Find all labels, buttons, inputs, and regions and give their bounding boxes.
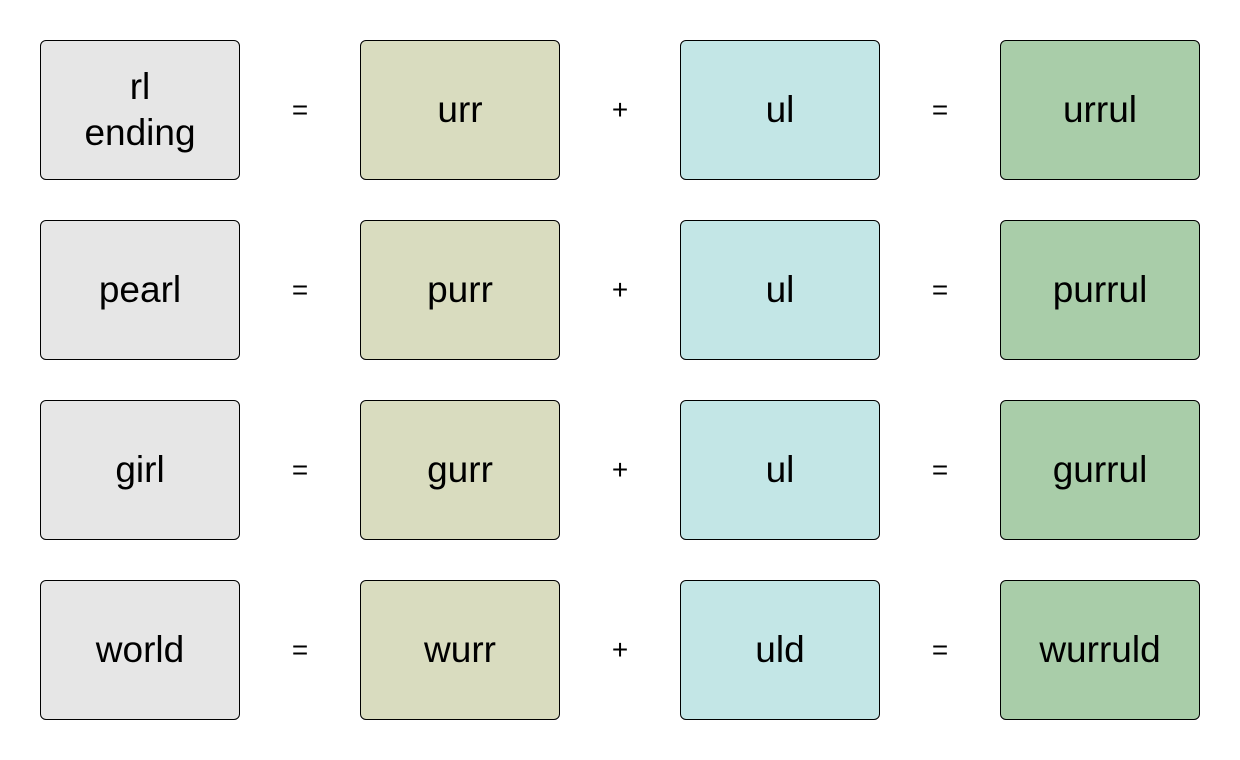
suffix-box-label: uld xyxy=(755,629,805,670)
suffix-box: uld xyxy=(680,580,880,720)
equals-sign: = xyxy=(931,454,949,485)
equals-sign: = xyxy=(291,454,309,485)
prefix-box: urr xyxy=(360,40,560,180)
prefix-box-label: purr xyxy=(427,269,493,310)
equals-sign: = xyxy=(931,634,949,665)
equals-sign: = xyxy=(291,94,309,125)
word-box-label: ending xyxy=(84,112,196,153)
suffix-box-label: ul xyxy=(765,269,795,310)
suffix-box: ul xyxy=(680,220,880,360)
result-box-label: gurrul xyxy=(1052,449,1148,490)
prefix-box-label: wurr xyxy=(424,629,496,670)
equals-sign: = xyxy=(931,274,949,305)
word-box-label: girl xyxy=(115,449,165,490)
plus-sign: + xyxy=(611,274,629,305)
word-box: world xyxy=(40,580,240,720)
equation-row: girl = gurr + ul = gurrul xyxy=(40,400,1200,540)
suffix-box: ul xyxy=(680,40,880,180)
prefix-box-label: urr xyxy=(437,89,483,130)
equation-row: rl ending = urr + ul = urrul xyxy=(40,40,1200,180)
result-box: urrul xyxy=(1000,40,1200,180)
equation-row: world = wurr + uld = wurruld xyxy=(40,580,1200,720)
word-box: rl ending xyxy=(40,40,240,180)
prefix-box: wurr xyxy=(360,580,560,720)
equals-sign: = xyxy=(291,634,309,665)
equation-row: pearl = purr + ul = purrul xyxy=(40,220,1200,360)
suffix-box-label: ul xyxy=(765,449,795,490)
result-box: purrul xyxy=(1000,220,1200,360)
prefix-box: gurr xyxy=(360,400,560,540)
word-box-label: world xyxy=(95,629,185,670)
prefix-box: purr xyxy=(360,220,560,360)
plus-sign: + xyxy=(611,454,629,485)
equals-sign: = xyxy=(291,274,309,305)
result-box-label: purrul xyxy=(1052,269,1148,310)
plus-sign: + xyxy=(611,634,629,665)
word-box: girl xyxy=(40,400,240,540)
word-box: pearl xyxy=(40,220,240,360)
suffix-box: ul xyxy=(680,400,880,540)
result-box-label: wurruld xyxy=(1039,629,1161,670)
word-box-label: pearl xyxy=(98,269,182,310)
word-box-label: rl xyxy=(129,66,151,107)
result-box: gurrul xyxy=(1000,400,1200,540)
prefix-box-label: gurr xyxy=(427,449,493,490)
result-box-label: urrul xyxy=(1062,89,1138,130)
equals-sign: = xyxy=(931,94,949,125)
result-box: wurruld xyxy=(1000,580,1200,720)
suffix-box-label: ul xyxy=(765,89,795,130)
plus-sign: + xyxy=(611,94,629,125)
